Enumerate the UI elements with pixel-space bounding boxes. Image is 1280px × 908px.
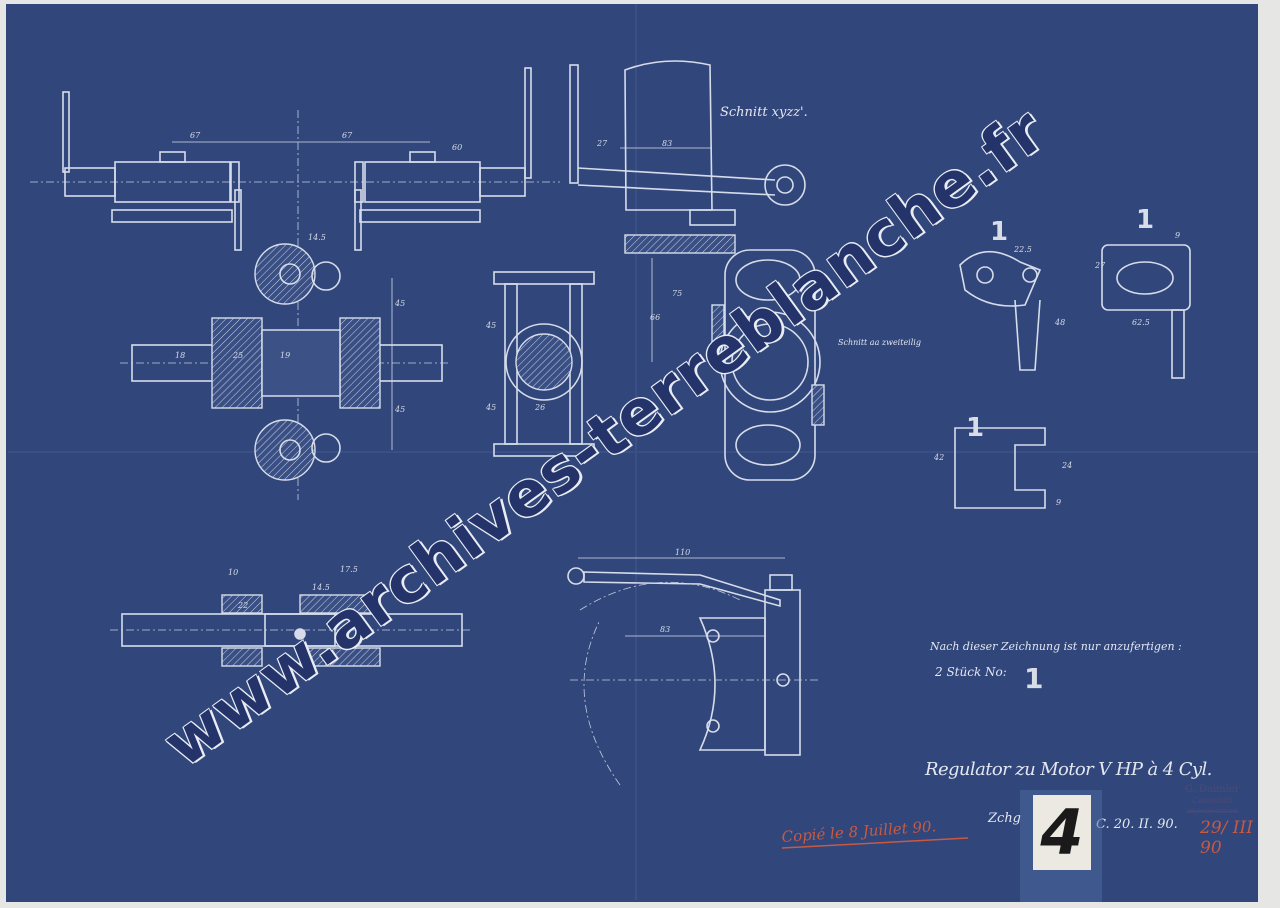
- dimension-label: 45: [485, 403, 496, 412]
- dimension-label: 22.5: [1013, 245, 1032, 254]
- section-xyzz-view: 27 83 75 66 Schnitt xyzz'. Schnitt aa zw…: [569, 60, 921, 481]
- dimension-label: 9: [1056, 498, 1061, 507]
- drawing-number-tag: 4: [1033, 795, 1091, 870]
- dimension-label: 10: [228, 568, 238, 577]
- part-number: 1: [1024, 662, 1043, 695]
- shaft-section-view: 10 14.5 22 17.5: [110, 565, 470, 667]
- stamp-line: Ingenieurbüro: [1186, 807, 1238, 815]
- dimension-label: 42: [933, 453, 944, 462]
- frame-view: 45 45 26: [485, 271, 595, 457]
- dimension-label: 60: [452, 143, 462, 152]
- part-marker: 1: [1136, 205, 1154, 235]
- dimension-label: 62.5: [1132, 318, 1150, 327]
- dimension-label: 24: [1061, 461, 1072, 470]
- dimension-label: 45: [394, 405, 405, 414]
- dimension-label: 83: [662, 139, 672, 148]
- quantity-text: 2 Stück No:: [934, 665, 1007, 679]
- governor-section-view: 45 45 18 25 19 14.5: [120, 233, 450, 481]
- instruction-text: Nach dieser Zeichnung ist nur anzufertig…: [929, 640, 1182, 653]
- dimension-label: 17.5: [340, 565, 358, 574]
- dimension-label: 18: [175, 351, 185, 360]
- dimension-label: 67: [342, 131, 353, 140]
- dimension-label: 19: [280, 351, 290, 360]
- dimension-label: 45: [485, 321, 496, 330]
- dimension-label: 66: [650, 313, 660, 322]
- date-signature: C. 20. II. 90.: [1096, 817, 1178, 832]
- dimension-label: 9: [1175, 231, 1180, 240]
- part-marker: 1: [990, 217, 1008, 247]
- dimension-label: 27: [1094, 261, 1106, 270]
- copy-note-underline: [781, 837, 969, 849]
- dimension-label: 27: [596, 139, 608, 148]
- dimension-label: 25: [232, 351, 243, 360]
- dimension-label: 75: [672, 289, 682, 298]
- dimension-label: 14.5: [308, 233, 326, 242]
- stamp-line: Cannstatt: [1192, 796, 1233, 805]
- dimension-label: 48: [1054, 318, 1065, 327]
- section-label: Schnitt xyzz'.: [720, 105, 808, 120]
- section-annotation: Schnitt aa zweiteilig: [838, 338, 921, 347]
- drawing-prefix: Zchg: [987, 811, 1021, 826]
- dimension-label: 45: [394, 299, 405, 308]
- stamp-line: G. Daimler: [1185, 784, 1240, 795]
- red-date: 29/ III 90: [1200, 818, 1253, 858]
- dimension-label: 26: [534, 403, 545, 412]
- lever-arm-view: 110 83: [567, 548, 820, 786]
- top-view-shaft: 67 67 60: [30, 67, 560, 500]
- drawing-title: Regulator zu Motor V HP à 4 Cyl.: [924, 759, 1212, 780]
- company-stamp: G. Daimler Cannstatt Ingenieurbüro: [1185, 784, 1240, 817]
- dimension-label: 67: [190, 131, 201, 140]
- part-detail-lever: 1 22.5 48 1 27 9 62.5 1 42 24 9: [933, 205, 1191, 509]
- dimension-label: 14.5: [312, 583, 330, 592]
- dimension-label: 110: [675, 548, 690, 557]
- dimension-label: 22: [237, 601, 248, 610]
- dimension-label: 83: [660, 625, 670, 634]
